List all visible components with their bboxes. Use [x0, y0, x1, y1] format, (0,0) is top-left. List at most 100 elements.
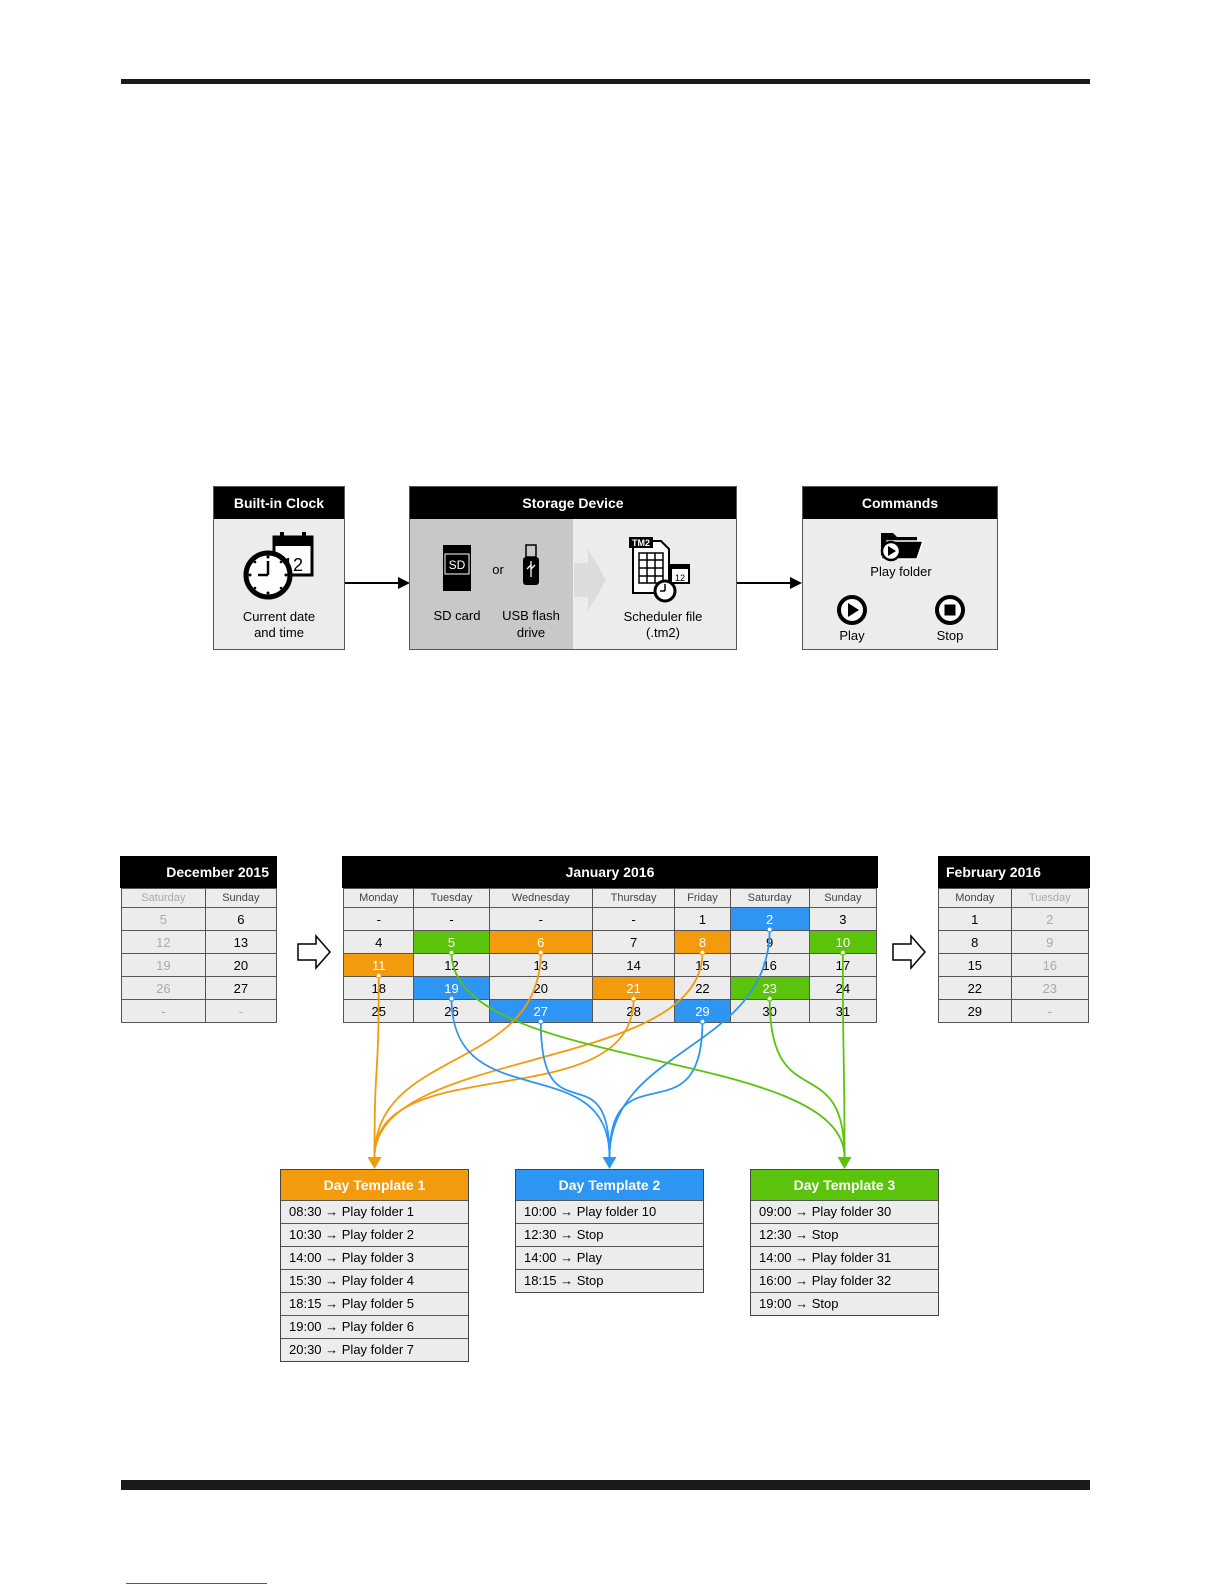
day-template-entry: 10:30 → Play folder 2	[281, 1223, 468, 1246]
sd-icon-text: SD	[449, 558, 466, 572]
january-day-cell: 25	[342, 999, 415, 1023]
play-icon	[837, 595, 867, 625]
january-day-cell: 14	[591, 953, 676, 977]
day-template-entry: 14:00 → Play folder 3	[281, 1246, 468, 1269]
january-day-cell: 23	[729, 976, 810, 1000]
sd-card-icon: SD	[443, 545, 471, 591]
storage-media-area	[410, 519, 573, 649]
january-day-cell: 13	[488, 953, 593, 977]
december-day-cell: 27	[204, 976, 278, 1000]
february-title: February 2016	[938, 856, 1090, 888]
january-dayname: Friday	[674, 888, 731, 908]
january-day-cell: 22	[674, 976, 731, 1000]
january-day-cell: -	[488, 907, 593, 931]
january-dayname: Tuesday	[413, 888, 490, 908]
day-template-entry: 09:00 → Play folder 30	[751, 1200, 938, 1223]
storage-panel-title: Storage Device	[410, 487, 736, 519]
january-title: January 2016	[342, 856, 878, 888]
january-day-cell: 11	[342, 953, 415, 977]
connector-line	[608, 1021, 704, 1158]
january-day-cell: 17	[808, 953, 878, 977]
january-dayname: Saturday	[729, 888, 810, 908]
play-folder-label: Play folder	[870, 564, 932, 579]
usb-label-1: USB flash	[502, 608, 560, 623]
january-day-cell: 29	[674, 999, 731, 1023]
february-dayname: Monday	[938, 888, 1012, 908]
stop-icon	[935, 595, 965, 625]
footer-link-underline	[126, 1583, 267, 1584]
day-template-entry: 08:30 → Play folder 1	[281, 1200, 468, 1223]
february-day-cell: 8	[938, 930, 1012, 954]
january-dayname: Sunday	[808, 888, 878, 908]
clock-label-2: and time	[254, 625, 304, 640]
connector-arrowhead	[602, 1157, 617, 1169]
january-day-cell: 28	[591, 999, 676, 1023]
january-day-cell: 24	[808, 976, 878, 1000]
storage-panel: Storage Device SD or SD card USB flash d…	[409, 486, 737, 650]
december-dayname: Sunday	[204, 888, 278, 908]
january-day-cell: 1	[674, 907, 731, 931]
december-day-cell: 20	[204, 953, 278, 977]
december-day-cell: 6	[204, 907, 278, 931]
day-template-entry: 16:00 → Play folder 32	[751, 1269, 938, 1292]
january-day-cell: -	[413, 907, 490, 931]
day-template-entry: 19:00 → Play folder 6	[281, 1315, 468, 1338]
january-day-cell: 26	[413, 999, 490, 1023]
file-badge-text: TM2	[632, 538, 650, 548]
december-day-cell: 5	[121, 907, 206, 931]
commands-panel: Commands Play folder Play Stop	[802, 486, 998, 650]
day-template-title: Day Template 3	[751, 1170, 938, 1200]
february-day-cell: 9	[1010, 930, 1090, 954]
december-day-cell: 26	[121, 976, 206, 1000]
january-day-cell: 8	[674, 930, 731, 954]
january-day-cell: 9	[729, 930, 810, 954]
stop-label: Stop	[936, 628, 964, 643]
january-day-cell: 7	[591, 930, 676, 954]
play-label: Play	[839, 628, 865, 643]
february-day-cell: 29	[938, 999, 1012, 1023]
february-day-cell: 22	[938, 976, 1012, 1000]
january-dayname: Monday	[342, 888, 415, 908]
january-day-cell: 2	[729, 907, 810, 931]
january-day-cell: 6	[488, 930, 593, 954]
february-day-cell: -	[1010, 999, 1090, 1023]
day-template-entry: 18:15 → Play folder 5	[281, 1292, 468, 1315]
day-template-entry: 18:15 → Stop	[516, 1269, 703, 1292]
february-day-cell: 23	[1010, 976, 1090, 1000]
january-day-cell: -	[591, 907, 676, 931]
clock-panel-title: Built-in Clock	[214, 487, 344, 519]
play-folder-icon	[879, 533, 925, 562]
file-calendar-number: 12	[675, 573, 685, 583]
december-day-cell: -	[121, 999, 206, 1023]
january-day-cell: 15	[674, 953, 731, 977]
december-day-cell: 19	[121, 953, 206, 977]
december-dayname: Saturday	[121, 888, 206, 908]
january-day-cell: 30	[729, 999, 810, 1023]
january-day-cell: 19	[413, 976, 490, 1000]
top-rule	[121, 79, 1090, 84]
connector-arrowhead	[367, 1157, 382, 1169]
connector-line	[539, 1021, 611, 1158]
usb-drive-icon	[523, 544, 539, 585]
flow-arrow-1-line	[345, 582, 399, 584]
january-day-cell: 10	[808, 930, 878, 954]
hollow-arrow-left	[297, 934, 331, 970]
december-day-cell: -	[204, 999, 278, 1023]
february-dayname: Tuesday	[1010, 888, 1090, 908]
january-dayname: Wednesday	[488, 888, 593, 908]
day-template-entry: 20:30 → Play folder 7	[281, 1338, 468, 1361]
december-day-cell: 13	[204, 930, 278, 954]
january-day-cell: 12	[413, 953, 490, 977]
january-day-cell: 3	[808, 907, 878, 931]
flow-arrow-2-head	[790, 577, 802, 589]
december-title: December 2015	[120, 856, 277, 888]
january-dayname: Thursday	[591, 888, 676, 908]
day-template-entry: 12:30 → Stop	[751, 1223, 938, 1246]
transfer-arrow-icon	[574, 549, 606, 611]
hollow-arrow-right	[892, 934, 926, 970]
february-day-cell: 1	[938, 907, 1012, 931]
